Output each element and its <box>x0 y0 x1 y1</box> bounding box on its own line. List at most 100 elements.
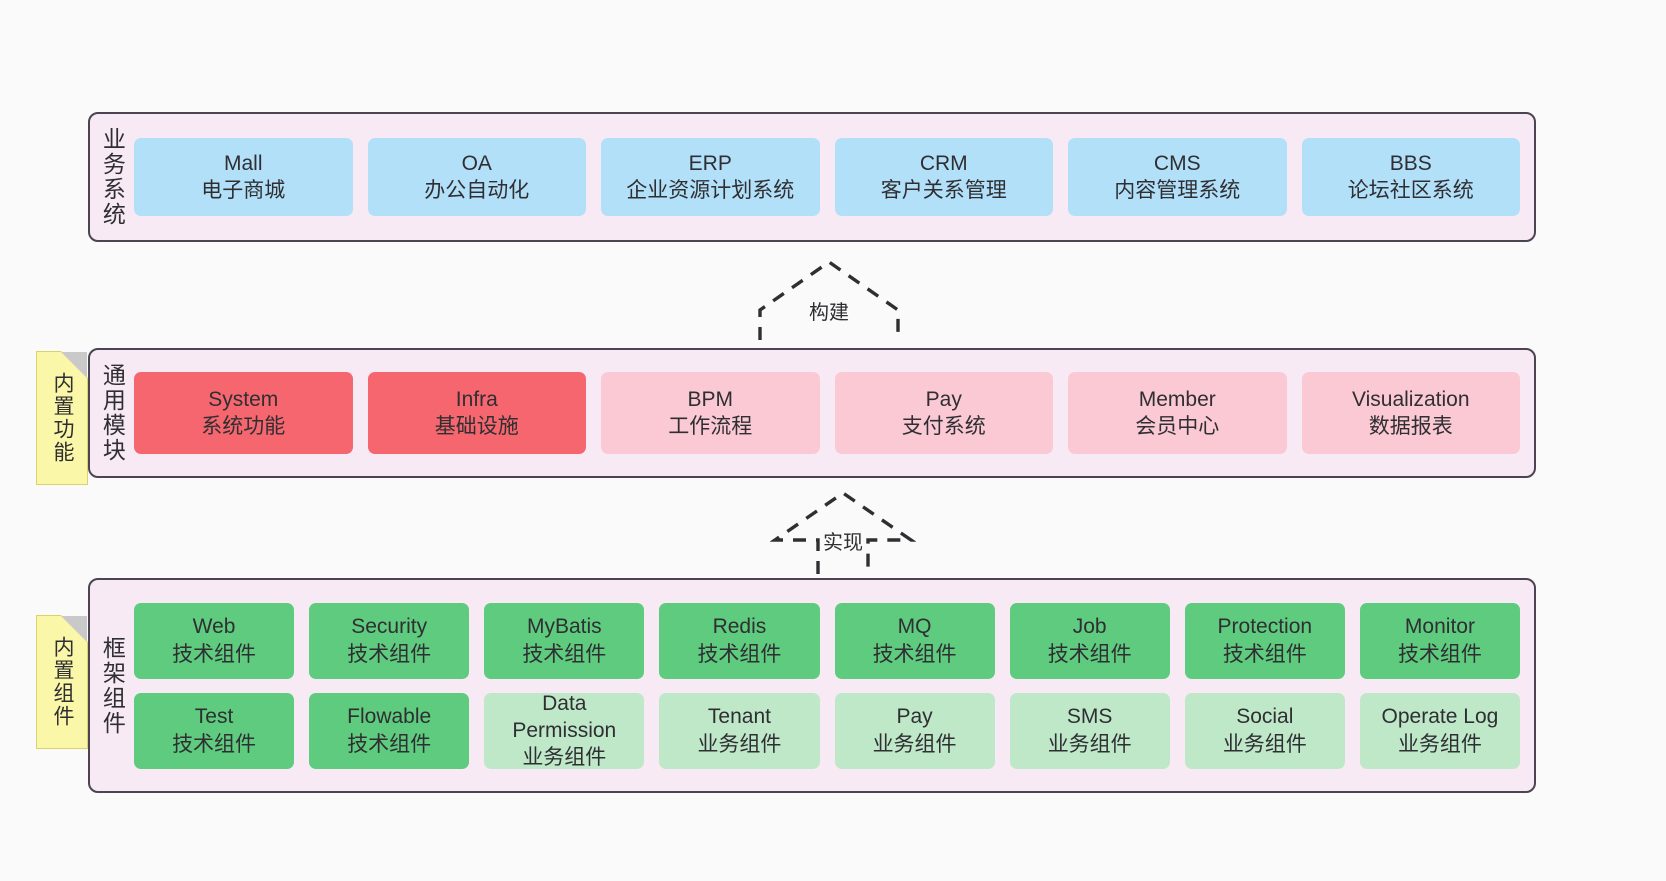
card-title: SMS <box>1066 705 1113 729</box>
card-row: Web 技术组件 Security 技术组件 MyBatis 技术组件 Redi… <box>134 602 1520 679</box>
layer-body-business-system: Mall 电子商城 OA 办公自动化 ERP 企业资源计划系统 CRM 客户关系… <box>134 114 1534 240</box>
card-test[interactable]: Test 技术组件 <box>134 692 295 769</box>
card-subtitle: 数据报表 <box>1368 415 1453 438</box>
card-data-permission[interactable]: Data Permission 业务组件 <box>484 691 645 769</box>
layer-body-common-module: System 系统功能 Infra 基础设施 BPM 工作流程 Pay 支付系统… <box>134 350 1534 476</box>
layer-title-framework-component: 框架组件 <box>99 635 126 736</box>
card-bbs[interactable]: BBS 论坛社区系统 <box>1301 138 1520 216</box>
card-subtitle: 技术组件 <box>172 732 257 756</box>
card-oa[interactable]: OA 办公自动化 <box>367 138 586 216</box>
card-title: CRM <box>919 151 968 175</box>
connector-build-label: 构建 <box>806 296 852 325</box>
layer-common-module: 通用模块 System 系统功能 Infra 基础设施 BPM 工作流程 Pay… <box>88 348 1536 478</box>
card-title: Pay <box>896 705 933 729</box>
card-title: Operate Log <box>1381 705 1499 729</box>
card-operate-log[interactable]: Operate Log 业务组件 <box>1359 692 1520 769</box>
sticky-fold-corner-icon <box>61 616 87 642</box>
card-row: Mall 电子商城 OA 办公自动化 ERP 企业资源计划系统 CRM 客户关系… <box>134 138 1520 216</box>
layer-body-framework-component: Web 技术组件 Security 技术组件 MyBatis 技术组件 Redi… <box>134 580 1534 791</box>
hollow-up-arrow-icon <box>758 259 900 340</box>
card-title: Tenant <box>707 705 771 729</box>
card-title: System <box>208 387 279 411</box>
card-title: OA <box>461 151 492 175</box>
card-title: MyBatis <box>526 615 602 639</box>
card-title: Infra <box>455 387 498 411</box>
card-title: Test <box>194 705 234 729</box>
card-subtitle: 业务组件 <box>1047 732 1132 756</box>
connector-implement-label: 实现 <box>820 526 866 555</box>
card-title: Member <box>1138 387 1216 411</box>
card-infra[interactable]: Infra 基础设施 <box>367 372 586 454</box>
card-bpm[interactable]: BPM 工作流程 <box>601 372 820 454</box>
card-title: Web <box>192 615 236 639</box>
card-subtitle: 客户关系管理 <box>880 179 1007 202</box>
sticky-note-label: 内置组件 <box>51 636 74 728</box>
card-monitor[interactable]: Monitor 技术组件 <box>1359 602 1520 679</box>
connector-implement: 实现 <box>769 488 917 574</box>
card-cms[interactable]: CMS 内容管理系统 <box>1068 138 1287 216</box>
card-subtitle: 技术组件 <box>1047 642 1132 666</box>
card-title: ERP <box>688 151 732 175</box>
card-security[interactable]: Security 技术组件 <box>309 602 470 679</box>
card-title: Job <box>1072 615 1107 639</box>
card-mybatis[interactable]: MyBatis 技术组件 <box>484 602 645 679</box>
card-title: MQ <box>897 615 932 639</box>
card-tenant[interactable]: Tenant 业务组件 <box>659 692 820 769</box>
card-job[interactable]: Job 技术组件 <box>1009 602 1170 679</box>
layer-business-system: 业务系统 Mall 电子商城 OA 办公自动化 ERP 企业资源计划系统 CRM… <box>88 112 1536 242</box>
card-title: Protection <box>1217 615 1313 639</box>
card-subtitle: 内容管理系统 <box>1114 179 1241 202</box>
card-web[interactable]: Web 技术组件 <box>134 602 295 679</box>
card-title: Pay <box>925 387 962 411</box>
card-pay-module[interactable]: Pay 支付系统 <box>834 372 1053 454</box>
card-subtitle: 技术组件 <box>872 642 957 666</box>
card-social[interactable]: Social 业务组件 <box>1184 692 1345 769</box>
card-sms[interactable]: SMS 业务组件 <box>1009 692 1170 769</box>
card-mq[interactable]: MQ 技术组件 <box>834 602 995 679</box>
layer-title-business-system: 业务系统 <box>99 127 126 227</box>
card-subtitle: 技术组件 <box>697 642 782 666</box>
layer-title-common-module: 通用模块 <box>99 363 126 463</box>
card-row: System 系统功能 Infra 基础设施 BPM 工作流程 Pay 支付系统… <box>134 372 1520 454</box>
hollow-up-arrow-icon <box>769 490 917 574</box>
card-subtitle: 系统功能 <box>201 415 286 438</box>
sticky-fold-corner-icon <box>61 352 87 378</box>
card-title: Flowable <box>347 705 432 729</box>
card-subtitle: 支付系统 <box>901 415 986 438</box>
card-title: Social <box>1236 705 1294 729</box>
card-subtitle: 技术组件 <box>1397 642 1482 666</box>
card-redis[interactable]: Redis 技术组件 <box>659 602 820 679</box>
card-subtitle: 论坛社区系统 <box>1347 179 1474 202</box>
card-subtitle: 企业资源计划系统 <box>626 179 795 202</box>
card-system[interactable]: System 系统功能 <box>134 372 353 454</box>
card-subtitle: 业务组件 <box>1397 732 1482 756</box>
card-title: CMS <box>1153 151 1201 175</box>
card-subtitle: 技术组件 <box>172 642 257 666</box>
card-subtitle: 技术组件 <box>347 642 432 666</box>
card-crm[interactable]: CRM 客户关系管理 <box>834 138 1053 216</box>
card-title: Security <box>351 615 428 639</box>
card-title: Data Permission <box>512 691 617 742</box>
sticky-note-builtin-function: 内置功能 <box>36 351 88 485</box>
card-subtitle: 电子商城 <box>201 179 286 202</box>
card-title: Mall <box>223 151 263 175</box>
card-flowable[interactable]: Flowable 技术组件 <box>309 692 470 769</box>
card-title: BBS <box>1389 151 1432 175</box>
connector-build: 构建 <box>756 258 902 344</box>
card-subtitle: 业务组件 <box>872 732 957 756</box>
card-title: Redis <box>712 615 767 639</box>
card-erp[interactable]: ERP 企业资源计划系统 <box>601 138 820 216</box>
card-subtitle: 工作流程 <box>668 415 753 438</box>
card-subtitle: 基础设施 <box>434 415 519 438</box>
card-title: Monitor <box>1404 615 1475 639</box>
card-subtitle: 技术组件 <box>1222 642 1307 666</box>
card-visualization[interactable]: Visualization 数据报表 <box>1301 372 1520 454</box>
card-mall[interactable]: Mall 电子商城 <box>134 138 353 216</box>
card-subtitle: 业务组件 <box>1222 732 1307 756</box>
card-subtitle: 会员中心 <box>1135 415 1220 438</box>
card-protection[interactable]: Protection 技术组件 <box>1184 602 1345 679</box>
card-pay-component[interactable]: Pay 业务组件 <box>834 692 995 769</box>
card-member[interactable]: Member 会员中心 <box>1068 372 1287 454</box>
card-subtitle: 业务组件 <box>697 732 782 756</box>
